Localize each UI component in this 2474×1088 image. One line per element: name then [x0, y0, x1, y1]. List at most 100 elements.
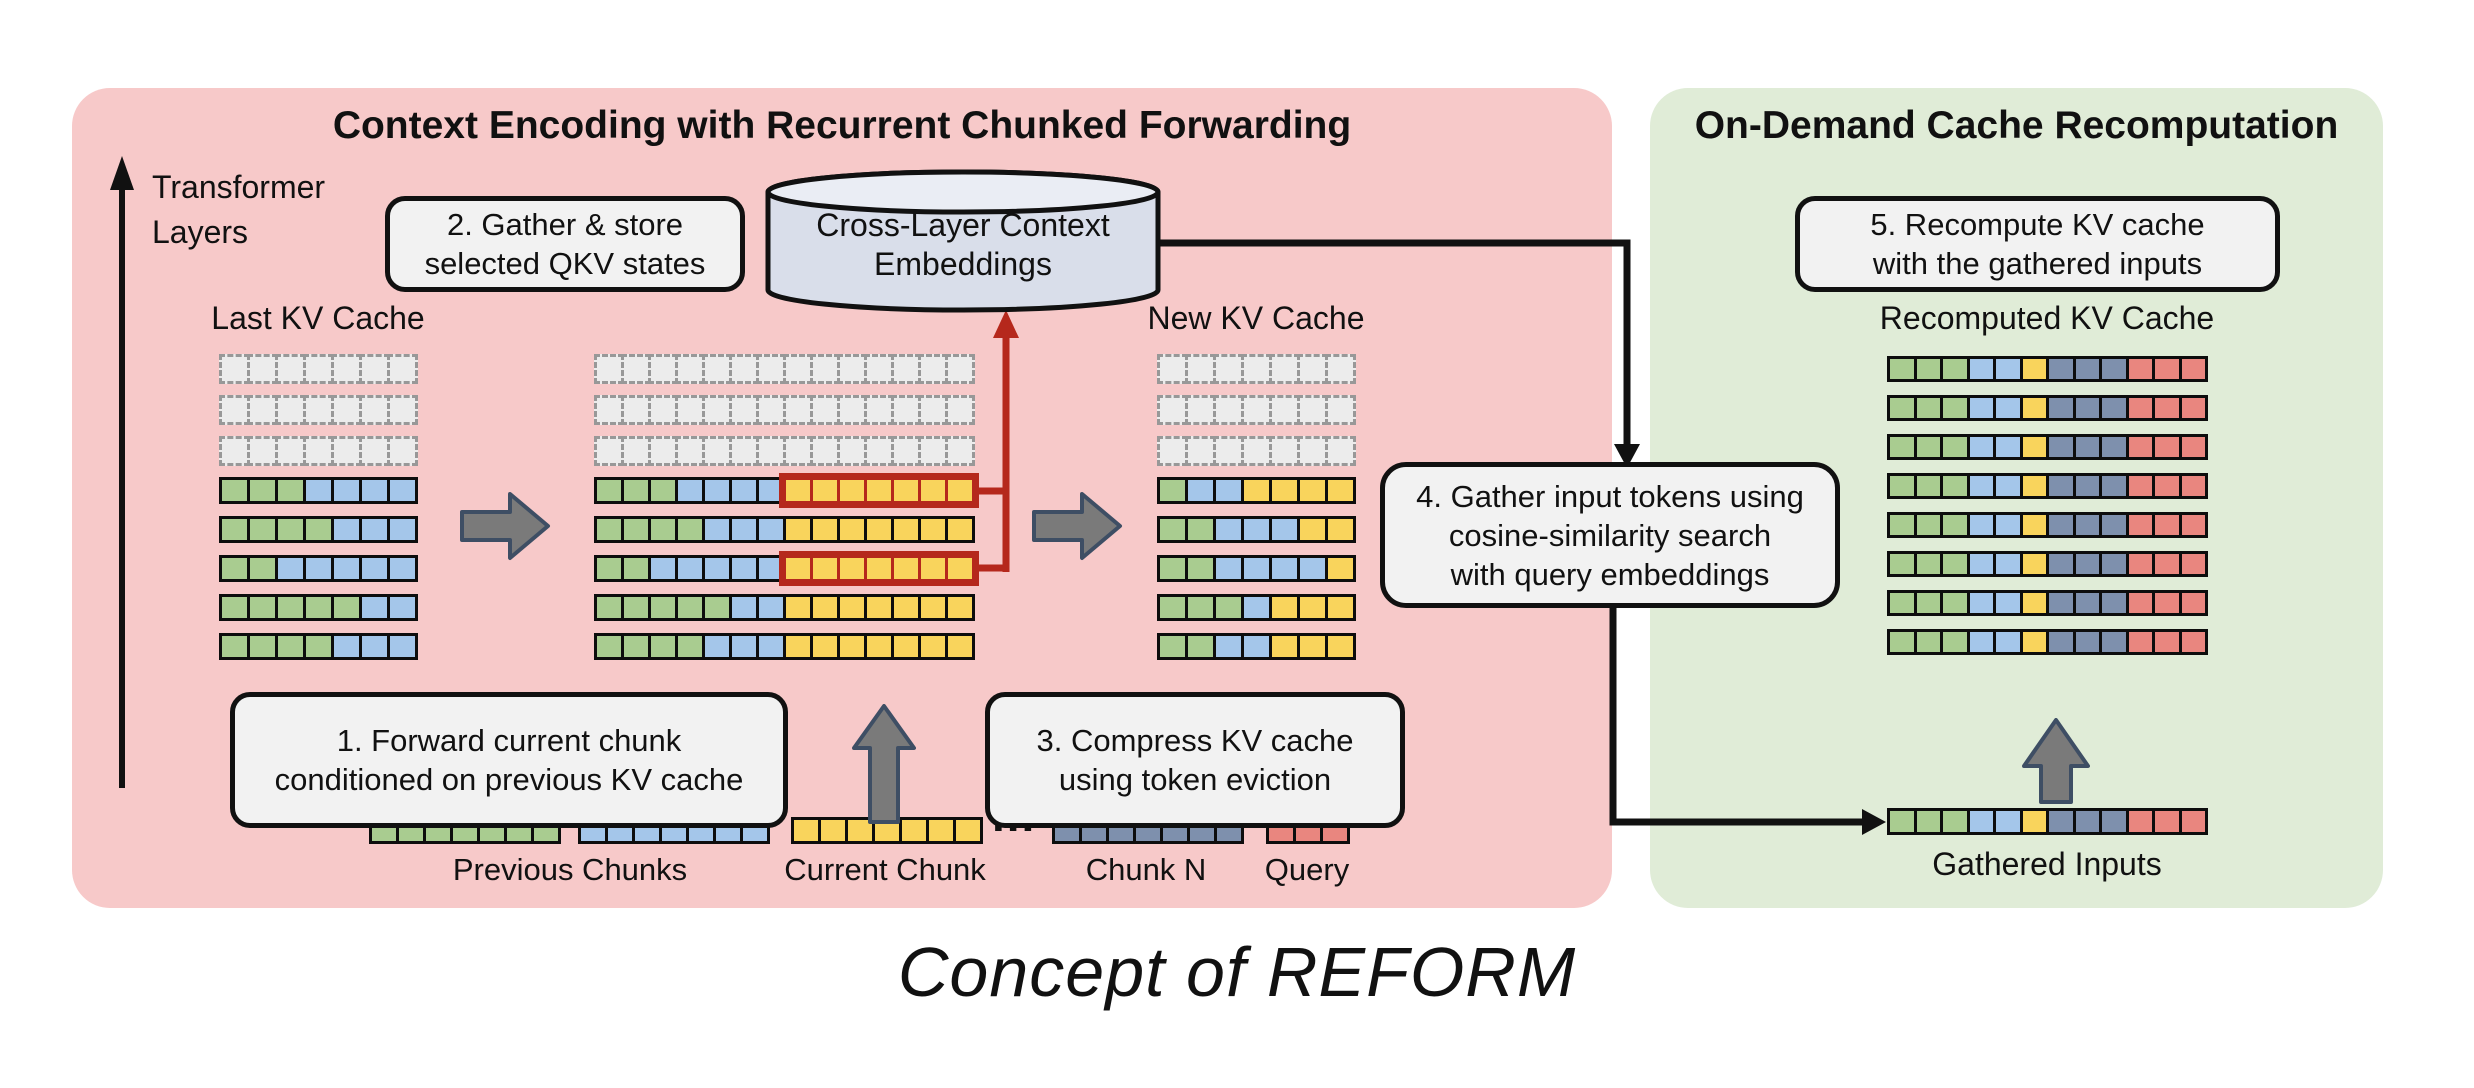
masked-token-cell [1157, 354, 1188, 384]
token-row [594, 594, 975, 621]
token-red [2125, 551, 2155, 577]
token-green [1913, 551, 1943, 577]
masked-token-cell [1297, 436, 1328, 466]
masked-token-cell [891, 354, 921, 384]
token-yellow [1241, 477, 1272, 504]
token-blue [1185, 477, 1216, 504]
token-red [2125, 808, 2155, 835]
token-green [219, 633, 250, 660]
token-yellow [945, 516, 975, 543]
token-yellow [864, 516, 894, 543]
token-green [219, 555, 250, 582]
legend-strip-yellow [791, 817, 983, 844]
token-blue [1213, 477, 1244, 504]
token-yellow [837, 555, 867, 582]
token-yellow [837, 516, 867, 543]
legend-label: Query [1264, 852, 1350, 887]
token-green [648, 633, 678, 660]
token-row [1887, 434, 2208, 460]
context-embeddings-cylinder [765, 169, 1161, 313]
masked-token-cell [247, 354, 278, 384]
masked-token-cell [810, 436, 840, 466]
token-green [1157, 633, 1188, 660]
token-blue [756, 555, 786, 582]
token-slate [2072, 356, 2102, 382]
masked-token-cell [303, 354, 334, 384]
token-yellow [783, 555, 813, 582]
token-blue [1993, 356, 2023, 382]
token-slate [2072, 395, 2102, 421]
token-yellow [837, 594, 867, 621]
masked-token-cell [594, 354, 624, 384]
token-yellow [2019, 629, 2049, 655]
token-yellow [926, 817, 956, 844]
token-yellow [891, 594, 921, 621]
token-green [594, 477, 624, 504]
token-green [1940, 473, 1970, 499]
token-slate [2099, 356, 2129, 382]
token-red [2178, 512, 2208, 538]
masked-token-cell [810, 354, 840, 384]
masked-token-cell [387, 436, 418, 466]
token-blue [1241, 594, 1272, 621]
token-green [1887, 512, 1917, 538]
token-blue [729, 477, 759, 504]
token-yellow [918, 594, 948, 621]
token-row [1887, 512, 2208, 538]
token-green [1940, 395, 1970, 421]
token-green [275, 477, 306, 504]
callout-step4-line3: with query embeddings [1450, 556, 1770, 592]
masked-token-cell [864, 354, 894, 384]
token-green [648, 516, 678, 543]
token-blue [331, 555, 362, 582]
token-blue [1213, 633, 1244, 660]
token-blue [756, 477, 786, 504]
masked-token-cell [1213, 436, 1244, 466]
callout-step2-line1: 2. Gather & store [446, 207, 684, 242]
token-green [247, 633, 278, 660]
masked-token-cell [1269, 436, 1300, 466]
token-green [1940, 356, 1970, 382]
token-green [702, 594, 732, 621]
token-green [1940, 512, 1970, 538]
token-red [2152, 629, 2182, 655]
legend-label: Previous Chunks [452, 852, 688, 887]
token-green [1887, 551, 1917, 577]
token-yellow [837, 633, 867, 660]
token-row [1157, 633, 1356, 660]
masked-token-cell [729, 436, 759, 466]
token-green [1185, 555, 1216, 582]
axis-label: Transformer Layers [152, 165, 325, 255]
callout-step5: 5. Recompute KV cache with the gathered … [1795, 196, 2280, 292]
token-red [2125, 434, 2155, 460]
masked-token-cell [1269, 354, 1300, 384]
token-yellow [810, 633, 840, 660]
token-yellow [810, 555, 840, 582]
token-green [219, 516, 250, 543]
token-yellow [783, 477, 813, 504]
token-yellow [2019, 551, 2049, 577]
callout-step4-line2: cosine-similarity search [1448, 517, 1772, 553]
token-yellow [1325, 477, 1356, 504]
masked-token-cell [756, 354, 786, 384]
token-green [594, 516, 624, 543]
masked-token-row [594, 436, 975, 466]
token-yellow [1325, 516, 1356, 543]
token-row [1157, 555, 1356, 582]
token-green [621, 633, 651, 660]
token-yellow [1269, 477, 1300, 504]
token-slate [2099, 434, 2129, 460]
masked-token-cell [1213, 395, 1244, 425]
token-yellow [1269, 594, 1300, 621]
token-green [1887, 473, 1917, 499]
token-slate [2046, 356, 2076, 382]
token-blue [1993, 434, 2023, 460]
token-yellow [1297, 516, 1328, 543]
token-blue [275, 555, 306, 582]
token-green [303, 594, 334, 621]
token-yellow [783, 633, 813, 660]
token-row [1887, 473, 2208, 499]
masked-token-cell [387, 354, 418, 384]
token-slate [2046, 808, 2076, 835]
token-blue [359, 555, 390, 582]
